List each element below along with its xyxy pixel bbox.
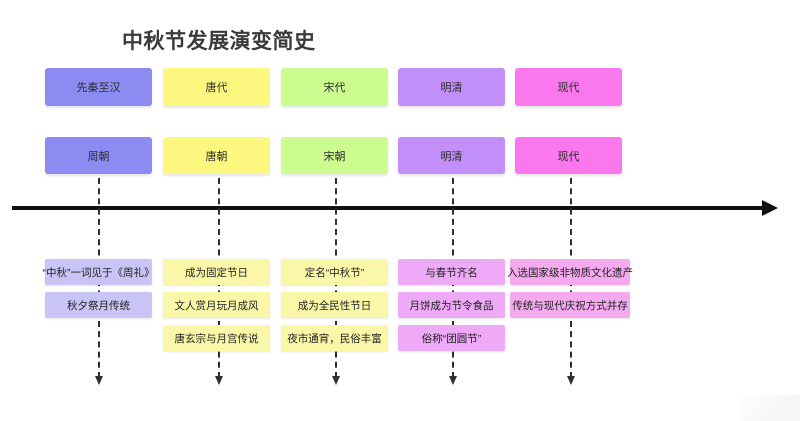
connector-arrowhead-1 <box>95 376 103 385</box>
item-box: 传统与现代庆祝方式并存 <box>510 292 630 318</box>
connector-arrowhead-4 <box>449 376 457 385</box>
item-box: 唐玄宗与月宫传说 <box>163 325 270 351</box>
era-box-3: 宋代 <box>281 68 388 106</box>
era-box-5: 现代 <box>515 68 622 106</box>
item-box: 秋夕祭月传统 <box>45 292 152 318</box>
dynasty-box-2: 唐朝 <box>163 137 270 174</box>
corner-shade <box>740 395 800 421</box>
item-box: 成为全民性节日 <box>281 292 388 318</box>
dynasty-box-5: 现代 <box>515 137 622 174</box>
timeline-axis-arrowhead <box>762 200 778 216</box>
item-box: 成为固定节日 <box>163 259 270 285</box>
era-box-2: 唐代 <box>163 68 270 106</box>
connector-arrowhead-5 <box>567 376 575 385</box>
connector-arrowhead-2 <box>215 376 223 385</box>
item-box: 夜市通宵，民俗丰富 <box>281 325 388 351</box>
item-box: 俗称“团圆节” <box>398 325 505 351</box>
dynasty-box-4: 明清 <box>398 137 505 174</box>
item-box: 定名“中秋节” <box>281 259 388 285</box>
item-box: 与春节齐名 <box>398 259 505 285</box>
item-box: “中秋”一词见于《周礼》 <box>43 259 155 285</box>
item-box: 文人赏月玩月成风 <box>163 292 270 318</box>
dynasty-box-1: 周朝 <box>45 137 152 174</box>
era-box-1: 先秦至汉 <box>45 68 152 106</box>
dynasty-box-3: 宋朝 <box>281 137 388 174</box>
timeline-axis-line <box>12 206 764 210</box>
page-title: 中秋节发展演变简史 <box>122 30 316 53</box>
item-box: 入选国家级非物质文化遗产 <box>507 259 633 285</box>
item-box: 月饼成为节令食品 <box>398 292 505 318</box>
era-box-4: 明清 <box>398 68 505 106</box>
connector-arrowhead-3 <box>332 376 340 385</box>
